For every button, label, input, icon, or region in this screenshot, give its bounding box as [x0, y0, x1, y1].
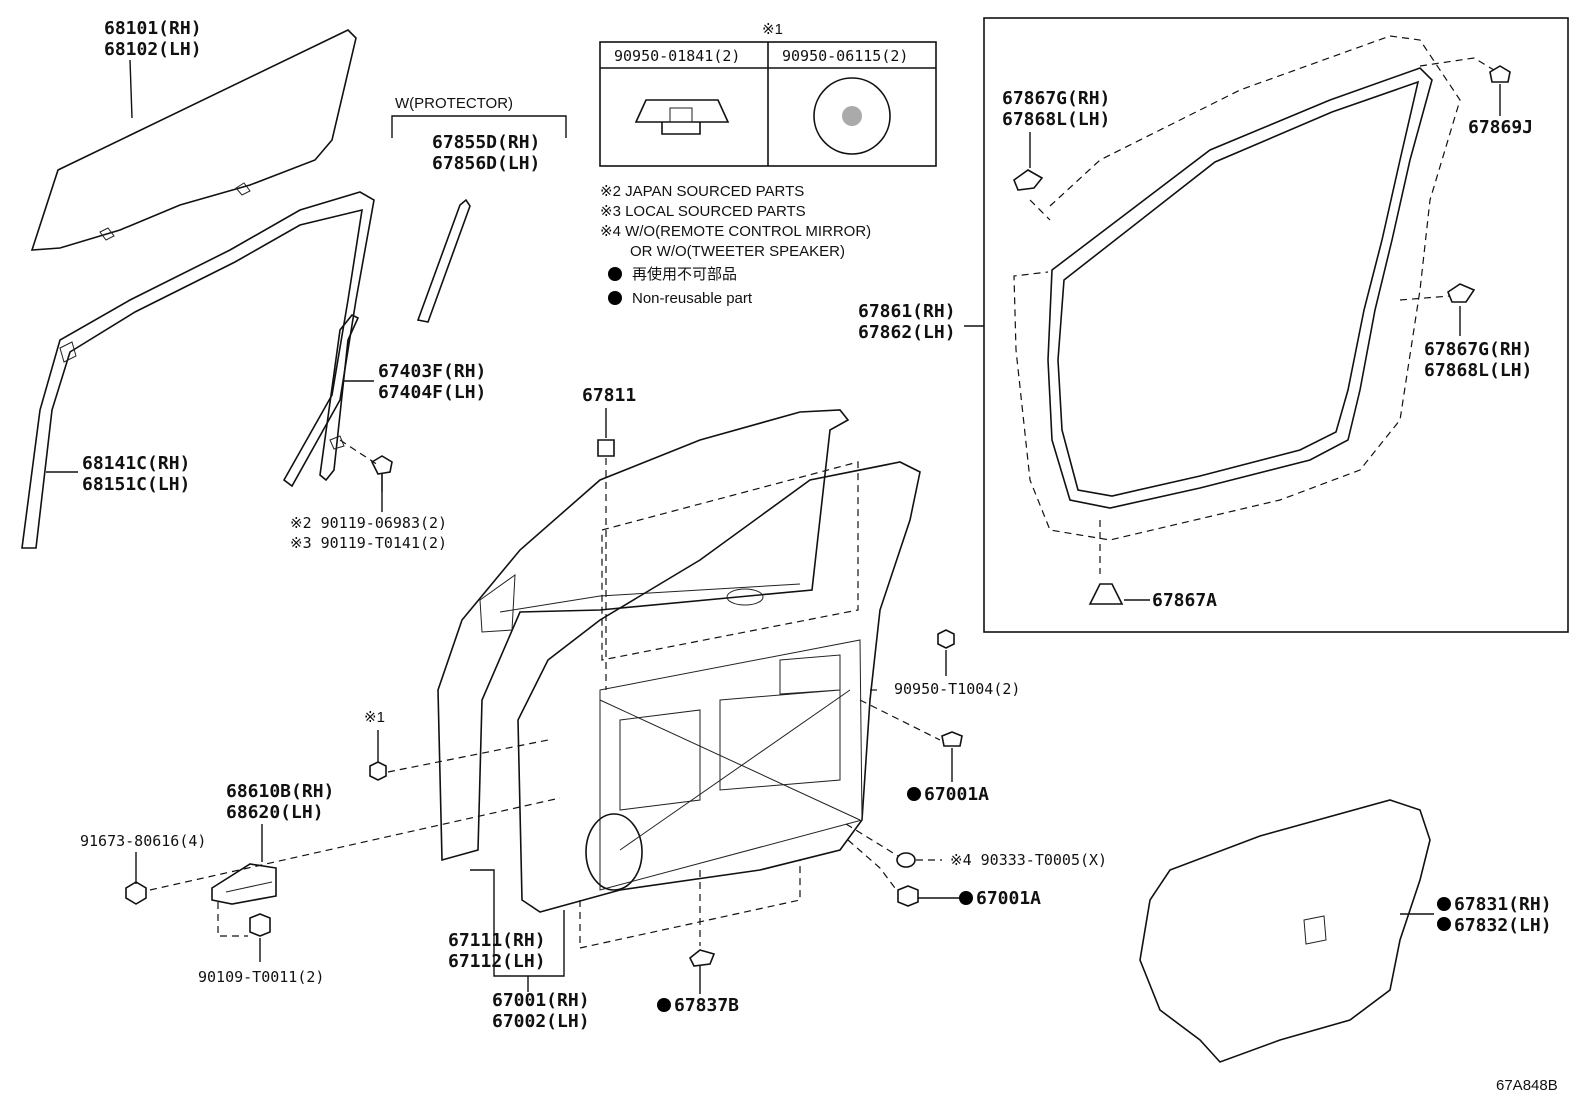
note-3: ※4 W/O(REMOTE CONTROL MIRROR) — [600, 223, 871, 240]
label-check-bolt: 91673-80616(4) — [80, 832, 206, 850]
label-clip-g-lower-lh: 67868L(LH) — [1424, 360, 1532, 381]
plug-90333-icon — [896, 852, 916, 868]
label-plug-a: 90950-01841(2) — [614, 47, 740, 65]
plug-t1004-icon — [937, 629, 955, 649]
label-protector-header: W(PROTECTOR) — [395, 95, 513, 112]
check-arm-icon — [211, 863, 277, 905]
label-weather-lh: 67862(LH) — [858, 322, 956, 343]
check-bolt-icon — [125, 881, 147, 905]
label-channel-lh: 67404F(LH) — [378, 382, 486, 403]
bullet-icon — [907, 787, 921, 801]
cushion-icon — [597, 439, 615, 457]
clip-67867g-lower-icon — [1447, 283, 1476, 303]
label-plug-b: 90950-06115(2) — [782, 47, 908, 65]
clip-67837b-icon — [688, 949, 716, 967]
bullet-icon — [1437, 917, 1451, 931]
bullet-icon — [608, 291, 622, 305]
label-door-assy-rh: 67001(RH) — [492, 990, 590, 1011]
plug-left-icon — [369, 761, 387, 781]
clip-67001a-icon — [941, 731, 963, 747]
leader-door — [470, 869, 565, 977]
label-check-rh: 68610B(RH) — [226, 781, 334, 802]
channel — [319, 313, 360, 482]
bolt-icon — [370, 455, 393, 492]
label-channel-rh: 67403F(RH) — [378, 361, 486, 382]
bullet-icon — [608, 267, 622, 281]
label-bolt-a: ※2 90119-06983(2) — [290, 514, 447, 532]
label-90333: ※4 90333-T0005(X) — [950, 851, 1107, 869]
door-inner-panel — [517, 461, 921, 913]
weatherstrip — [1047, 67, 1433, 509]
plug-b-icon — [813, 77, 891, 155]
label-plug-t1004: 90950-T1004(2) — [894, 680, 1020, 698]
label-check-lh: 68620(LH) — [226, 802, 324, 823]
bullet-icon — [657, 998, 671, 1012]
label-door-assy-lh: 67002(LH) — [492, 1011, 590, 1032]
clip-67867g-upper-icon — [1013, 169, 1044, 191]
protector-strip — [416, 198, 471, 323]
label-plug-left-ref: ※1 — [364, 709, 385, 726]
leader-glass — [129, 59, 133, 119]
label-glass-lh: 68102(LH) — [104, 39, 202, 60]
note-4: OR W/O(TWEETER SPEAKER) — [630, 243, 845, 260]
note-2: ※3 LOCAL SOURCED PARTS — [600, 203, 806, 220]
diagram-code: 67A848B — [1496, 1077, 1558, 1094]
label-clip-g-lower-rh: 67867G(RH) — [1424, 339, 1532, 360]
legend-jp: 再使用不可部品 — [632, 266, 737, 283]
window-glass — [30, 29, 357, 251]
label-run-rh: 68141C(RH) — [82, 453, 190, 474]
label-67001a-lower: 67001A — [976, 888, 1041, 909]
label-clip-a: 67867A — [1152, 590, 1217, 611]
plug-a-icon — [634, 99, 730, 135]
clip-67869j-icon — [1489, 65, 1511, 83]
clip-67867a-icon — [1088, 583, 1124, 605]
window-frame-dashed — [601, 461, 859, 661]
label-glass-rh: 68101(RH) — [104, 18, 202, 39]
label-weather-rh: 67861(RH) — [858, 301, 956, 322]
label-cover-lh: 67832(LH) — [1454, 915, 1552, 936]
bracket-protector — [391, 115, 567, 138]
check-screw-icon — [249, 913, 271, 937]
label-protector-rh: 67855D(RH) — [432, 132, 540, 153]
service-hole-cover — [1139, 799, 1431, 1063]
clip-67001a-lower-icon — [897, 885, 919, 907]
glass-run — [21, 191, 375, 549]
label-door-rh: 67111(RH) — [448, 930, 546, 951]
bullet-icon — [959, 891, 973, 905]
label-67001a-upper: 67001A — [924, 784, 989, 805]
door-outer-panel — [437, 409, 850, 862]
label-bolt-b: ※3 90119-T0141(2) — [290, 534, 447, 552]
label-67811: 67811 — [582, 385, 636, 406]
label-cover-rh: 67831(RH) — [1454, 894, 1552, 915]
label-check-screw: 90109-T0011(2) — [198, 968, 324, 986]
label-clip-g-upper-rh: 67867G(RH) — [1002, 88, 1110, 109]
label-door-lh: 67112(LH) — [448, 951, 546, 972]
note-1: ※2 JAPAN SOURCED PARTS — [600, 183, 804, 200]
leader-bolt-dash — [339, 439, 379, 466]
bullet-icon — [1437, 897, 1451, 911]
label-67837b: 67837B — [674, 995, 739, 1016]
legend-en: Non-reusable part — [632, 290, 753, 307]
label-protector-lh: 67856D(LH) — [432, 153, 540, 174]
weatherstrip-box — [983, 17, 1569, 633]
label-clip-j: 67869J — [1468, 117, 1533, 138]
label-run-lh: 68151C(LH) — [82, 474, 190, 495]
label-note-ref: ※1 — [762, 21, 783, 38]
label-clip-g-upper-lh: 67868L(LH) — [1002, 109, 1110, 130]
